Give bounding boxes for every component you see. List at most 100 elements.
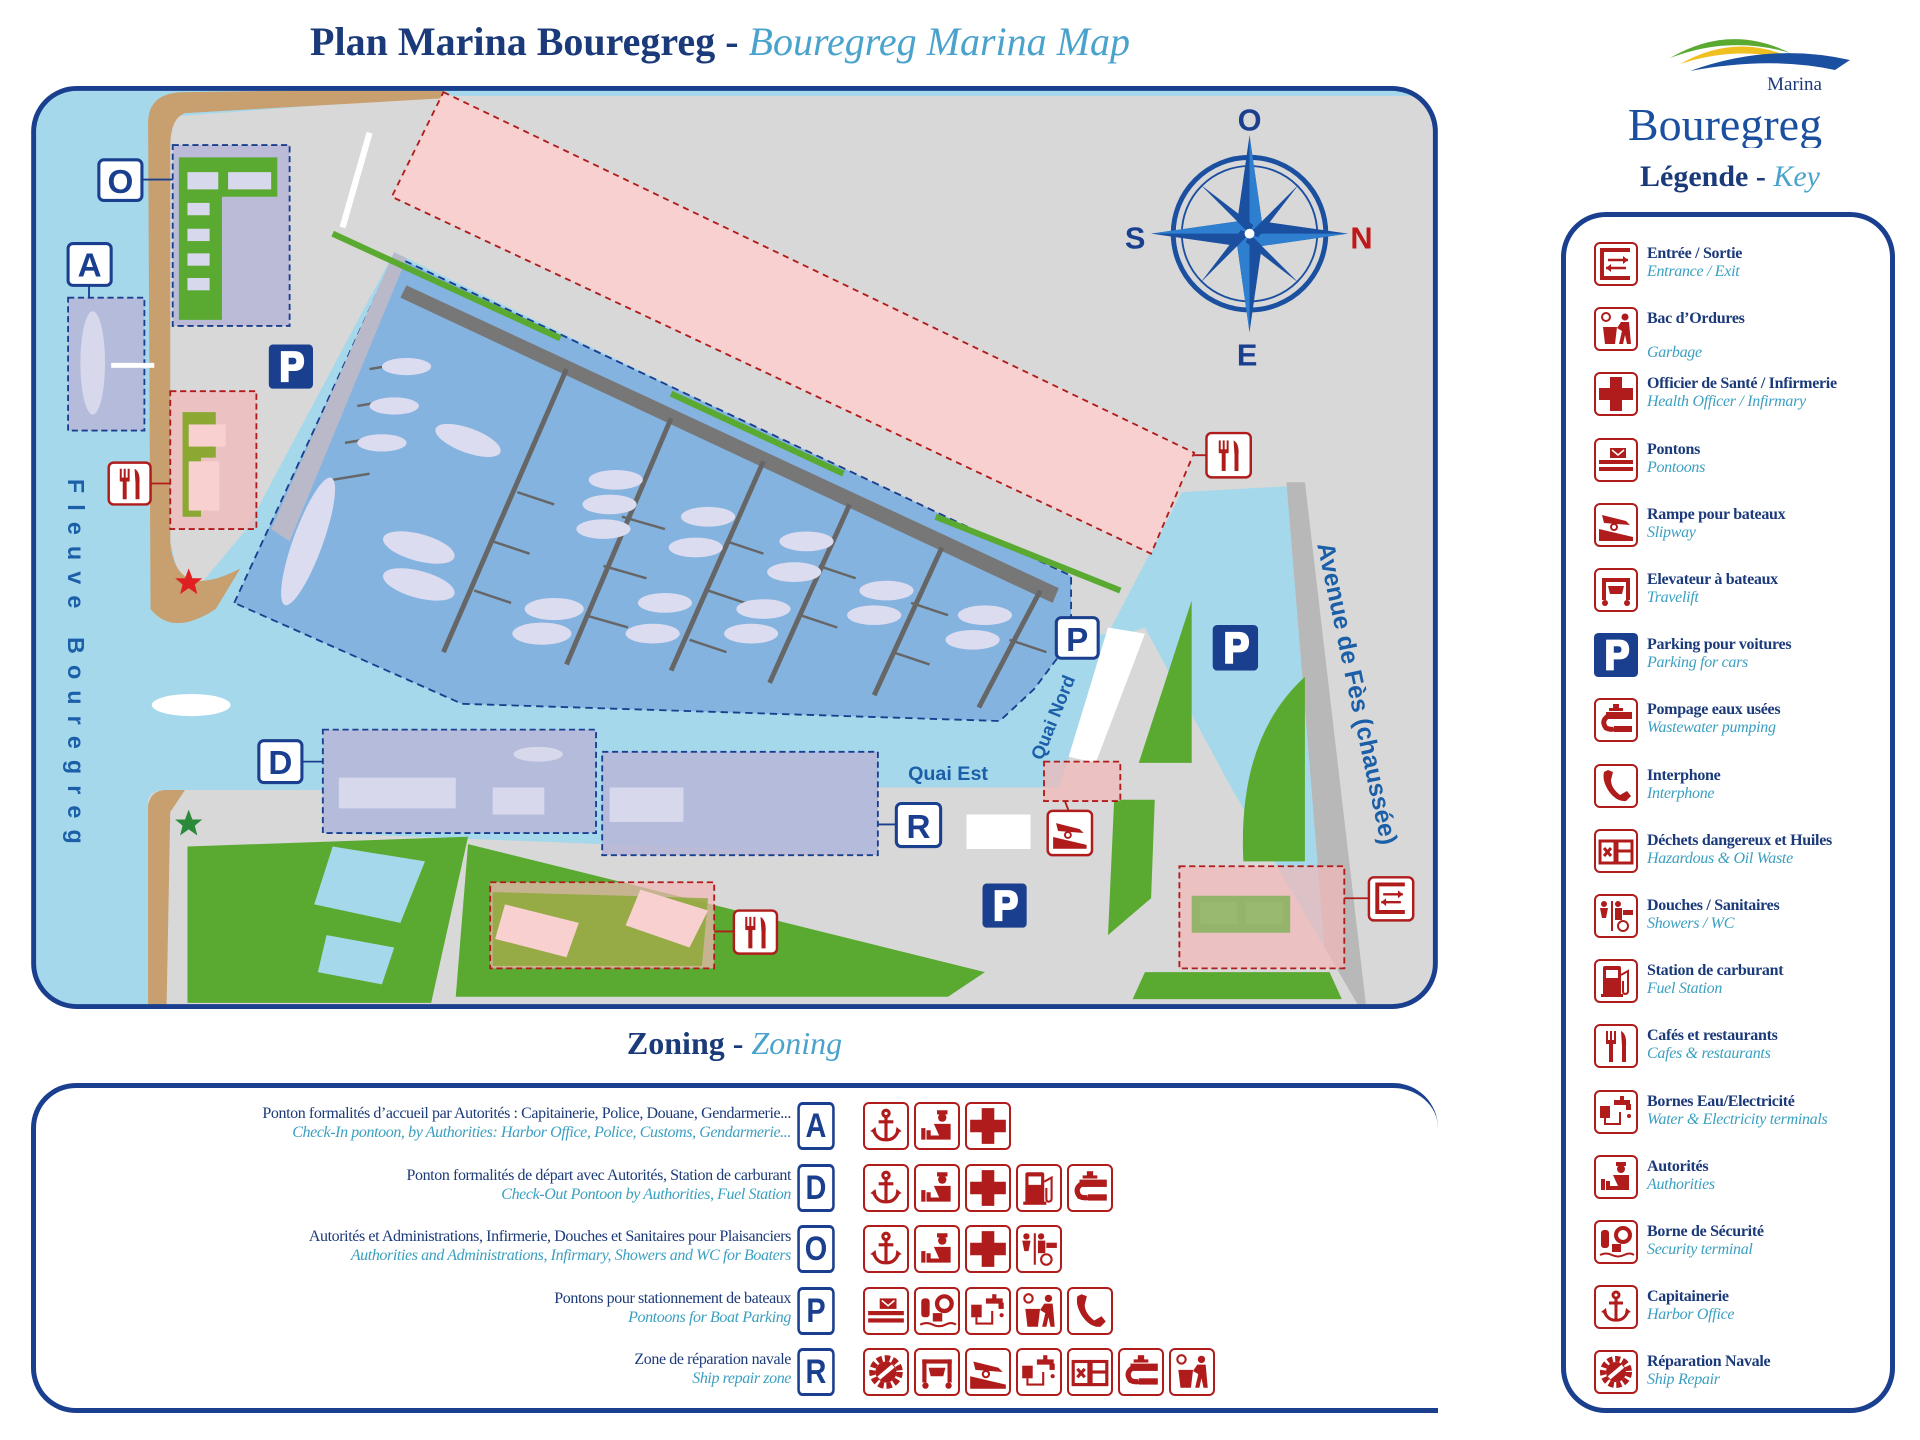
legend-item-label-fr: Station de carburant: [1647, 962, 1784, 980]
commercial-building-zone: [390, 90, 1196, 555]
parking-icon[interactable]: [982, 883, 1027, 928]
legend-item-label-fr: Douches / Sanitaires: [1647, 897, 1780, 914]
garbage-icon: [1594, 307, 1638, 352]
compass-rose: [1151, 135, 1348, 333]
zoning-title-fr: Zoning: [626, 1025, 725, 1061]
zoning-label-fr: Autorités et Administrations, Infirmerie…: [308, 1228, 792, 1245]
zone-badge-a[interactable]: A: [66, 241, 113, 287]
moored-boats: [151, 357, 1013, 717]
legend-item-label-en: Garbage: [1647, 344, 1702, 362]
legend-item-label-fr: Capitainerie: [1647, 1288, 1729, 1306]
pools: [314, 846, 425, 985]
legend-item-label-fr: Officier de Santé / Infirmerie: [1647, 375, 1837, 393]
pump-icon: [1594, 698, 1638, 743]
legend-item-label-fr: Pompage eaux usées: [1647, 701, 1781, 719]
pump-icon: [1067, 1163, 1113, 1212]
legend-item-label-en: Authorities: [1647, 1175, 1715, 1193]
star-red-icon: [175, 568, 203, 595]
parking-icon: [1594, 633, 1638, 677]
authority-icon: [914, 1163, 960, 1212]
zone-badge-p[interactable]: P: [1054, 616, 1100, 660]
title-fr: Plan Marina Bouregreg: [310, 19, 716, 64]
fuel-icon: [1016, 1163, 1062, 1212]
fuel-icon: [1594, 959, 1638, 1004]
zone-letter-badge: R: [797, 1348, 835, 1396]
zone-badge-label: R: [906, 809, 930, 846]
marina-bouregreg-logo: Marina Bouregreg: [1628, 39, 1850, 148]
jetty: [339, 131, 373, 229]
zone-service-icons: [863, 1348, 1215, 1396]
zoning-label-fr: Ponton formalités de départ avec Autorit…: [406, 1166, 791, 1184]
zoning-row-d: Ponton formalités de départ avec Autorit…: [36, 1163, 1443, 1214]
zone-service-icons: [863, 1225, 1062, 1273]
logo-bouregreg-text: Bouregreg: [1628, 99, 1822, 148]
legend-item-label-fr: Réparation Navale: [1647, 1353, 1771, 1371]
security-icon: [1594, 1220, 1638, 1264]
zone-buildings: [80, 172, 684, 822]
repair-icon: [863, 1348, 909, 1396]
zoning-description: Ponton formalités d’accueil par Autorité…: [262, 1104, 791, 1142]
legend-title-fr: Légende: [1640, 160, 1749, 193]
legend-item-label-fr: Interphone: [1647, 766, 1721, 784]
authority-icon: [914, 1225, 960, 1273]
title-separator: -: [715, 19, 749, 64]
repair-icon: [1594, 1350, 1638, 1395]
legend-item-label-en: Wastewater pumping: [1647, 719, 1776, 737]
legend-item-label-fr: Bornes Eau/Electricité: [1647, 1092, 1795, 1110]
zoning-row-o: Autorités et Administrations, Infirmerie…: [36, 1225, 1443, 1275]
legend-item-label-fr: Cafés et restaurants: [1647, 1027, 1778, 1045]
wc-icon: [1594, 894, 1638, 938]
restaurant-icon: [1594, 1024, 1638, 1069]
zone-letter-badge: A: [797, 1102, 835, 1150]
quai-nord-slip: [1068, 627, 1145, 763]
legend-item-label-fr: Pontons: [1647, 440, 1701, 458]
zone-service-icons: [863, 1286, 1113, 1335]
zoning-label-en: Check-Out Pontoon by Authorities, Fuel S…: [501, 1185, 791, 1203]
parking-icon[interactable]: [268, 344, 313, 389]
map-facility-icons: [107, 431, 1415, 955]
phone-icon: [1594, 763, 1638, 808]
travelift-icon: [914, 1348, 960, 1396]
zone-badge-o[interactable]: O: [97, 158, 144, 202]
health-icon: [965, 1163, 1011, 1212]
zone-badge-d[interactable]: D: [257, 739, 304, 785]
hazard-icon: [1594, 828, 1638, 873]
zoning-label-en: Ship repair zone: [692, 1370, 791, 1387]
legend-title-separator: -: [1748, 160, 1774, 193]
slipway-icon: [965, 1348, 1011, 1396]
water-elec-icon: [1016, 1348, 1062, 1396]
legend-item-label-en: Ship Repair: [1647, 1371, 1720, 1389]
travelift-icon: [1594, 568, 1638, 612]
legend-item-label-en: Interphone: [1647, 784, 1715, 802]
authority-icon: [1594, 1154, 1638, 1199]
legend-item-label-en: Fuel Station: [1647, 980, 1723, 998]
zoning-label-fr: Pontons pour stationnement de bateaux: [554, 1289, 791, 1307]
zone-letter-badge: P: [797, 1286, 835, 1335]
zone-badges: O A D R P: [66, 158, 1100, 849]
compass-labels: O S N E: [1125, 102, 1373, 372]
pontoon-piers: [441, 368, 1043, 709]
zone-badge-r[interactable]: R: [894, 801, 943, 849]
white-block: [966, 814, 1031, 850]
zone-service-icons: [863, 1102, 1011, 1150]
parking-icon[interactable]: [1212, 625, 1259, 671]
icon-connectors: [150, 454, 1369, 933]
anchor-icon: [863, 1102, 909, 1150]
main-quay: [400, 285, 1059, 603]
zoning-panel: Ponton formalités d’accueil par Autorité…: [31, 1083, 1438, 1413]
zoning-description: Autorités et Administrations, Infirmerie…: [308, 1227, 792, 1265]
